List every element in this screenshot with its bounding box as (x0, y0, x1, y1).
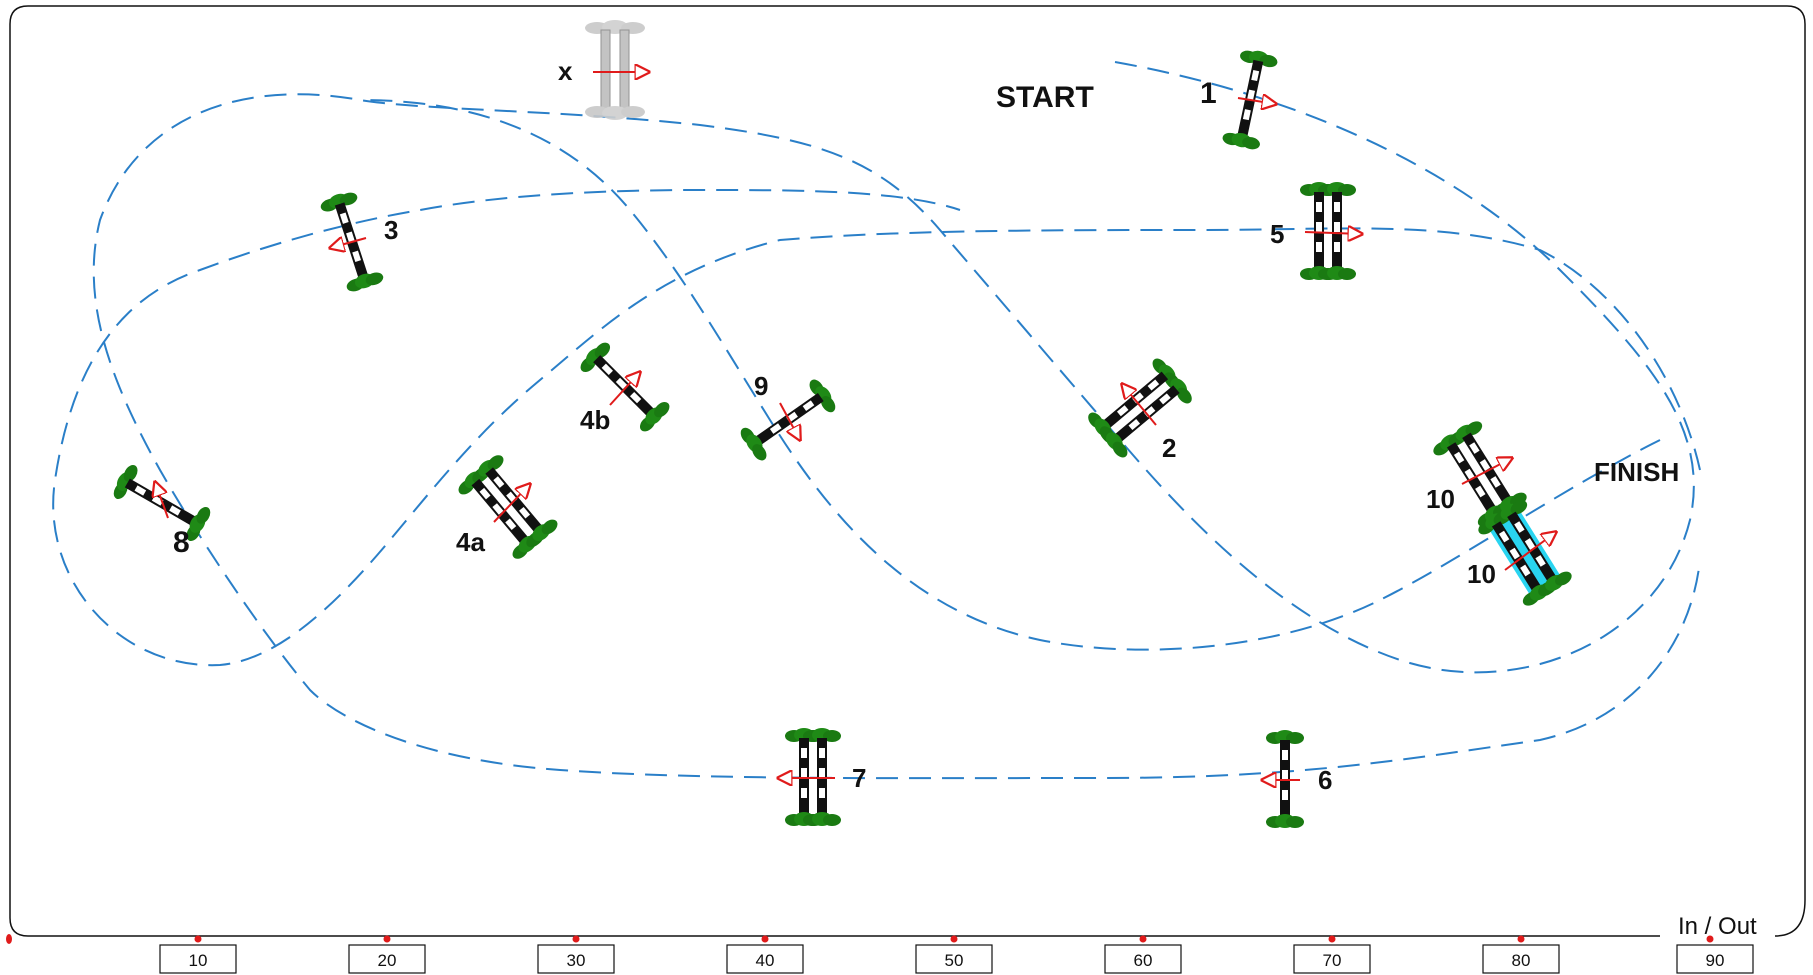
scale-tick-label: 80 (1512, 951, 1531, 970)
scale-tick: 30 (537, 935, 615, 974)
obstacle-10-lower-number: 10 (1467, 559, 1496, 589)
obstacle-2-number: 2 (1162, 433, 1176, 463)
scale-tick: 40 (726, 935, 804, 974)
obstacle-9-number: 9 (754, 371, 768, 401)
obstacle-10-lower-arrow (1504, 532, 1556, 571)
scale-tick: 90 (1676, 935, 1754, 974)
scale-tick-label: 10 (189, 951, 208, 970)
obstacle-8-number: 8 (173, 526, 190, 559)
obstacle-5 (1300, 182, 1356, 280)
route (52, 61, 1701, 780)
obstacle-10-upper-arrow (1461, 458, 1512, 485)
route-5-to-3 (52, 188, 1701, 667)
scale-tick: 70 (1293, 935, 1371, 974)
obstacle-5-arrow (1304, 232, 1362, 234)
water-tray (1488, 509, 1562, 597)
obstacle-x (585, 20, 649, 120)
start-label: START (996, 81, 1094, 114)
obstacle-4b-arrow (609, 372, 640, 406)
obstacle-4b-number: 4b (580, 405, 610, 435)
scale-tick: 10 (159, 935, 237, 974)
scale-tick-label: 40 (756, 951, 775, 970)
obstacle-7-number: 7 (852, 763, 866, 793)
distance-scale: 10 20 30 40 50 60 70 (6, 934, 1754, 974)
obstacle-1-arrow (1237, 98, 1276, 104)
obstacle-3-number: 3 (384, 215, 398, 245)
obstacle-9-arrow (779, 402, 800, 440)
arena-border (9, 5, 1806, 937)
obstacle-10-lower (1475, 496, 1574, 609)
scale-origin-marker (6, 934, 12, 944)
obstacle-8-arrow (155, 482, 169, 519)
scale-tick-label: 20 (378, 951, 397, 970)
finish-label: FINISH (1594, 457, 1679, 487)
obstacle-1-number: 1 (1200, 77, 1217, 110)
scale-tick-label: 50 (945, 951, 964, 970)
scale-tick-label: 30 (567, 951, 586, 970)
obstacle-10-upper-number: 10 (1426, 484, 1455, 514)
obstacle-3-arrow (330, 238, 367, 248)
scale-tick: 60 (1104, 935, 1182, 974)
obstacle-2-arrow (1122, 384, 1157, 426)
obstacle-4a-arrow (493, 484, 530, 523)
scale-tick: 20 (348, 935, 426, 974)
obstacle-4a-number: 4a (456, 527, 485, 557)
obstacle-6-number: 6 (1318, 765, 1332, 795)
scale-tick-label: 60 (1134, 951, 1153, 970)
route-start-to-2 (92, 61, 1701, 780)
scale-tick-label: 90 (1706, 951, 1725, 970)
in-out-gate-label: In / Out (1678, 913, 1757, 940)
scale-tick: 50 (915, 935, 993, 974)
scale-tick-label: 70 (1323, 951, 1342, 970)
route-loop (359, 99, 1661, 651)
scale-tick: 80 (1482, 935, 1560, 974)
obstacle-5-number: 5 (1270, 219, 1284, 249)
obstacle-x-number: x (558, 56, 573, 86)
